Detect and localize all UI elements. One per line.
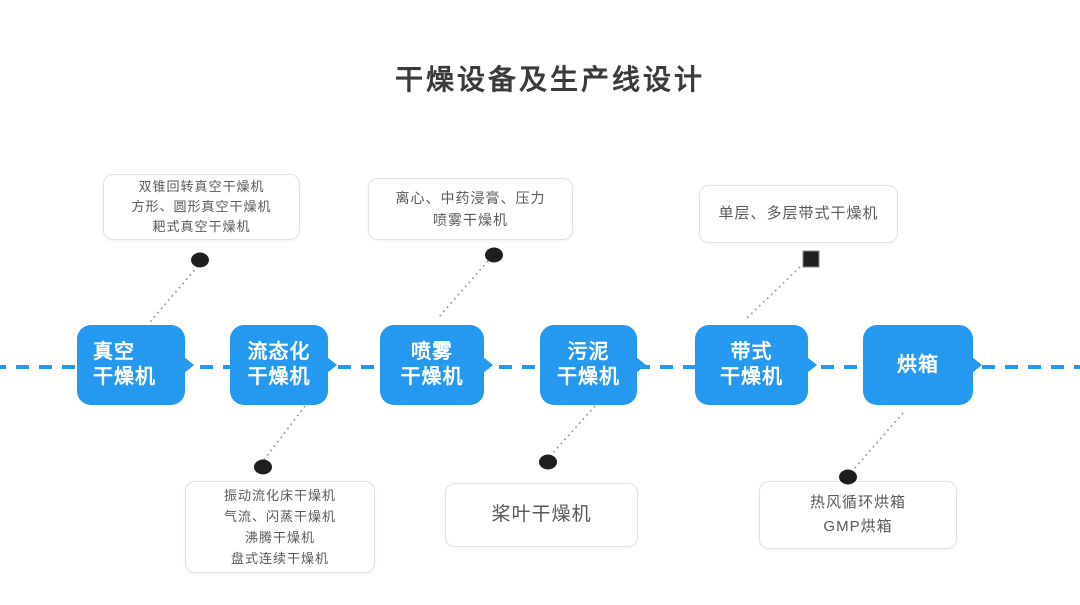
callout-line: 热风循环烘箱 bbox=[809, 494, 906, 511]
callout-line: 喷雾干燥机 bbox=[433, 212, 508, 228]
dotted-connector-oven bbox=[853, 412, 904, 470]
dotted-connector-belt bbox=[744, 266, 801, 321]
timeline-node-vacuum-dryer: 真空 干燥机 bbox=[77, 325, 185, 405]
dotted-connector-vacuum bbox=[149, 265, 199, 323]
callout-line: 振动流化床干燥机 bbox=[223, 488, 336, 503]
callout-line: 盘式连续干燥机 bbox=[230, 551, 329, 566]
node-label-line: 喷雾 bbox=[411, 341, 453, 363]
node-label-line: 流态化 bbox=[247, 341, 311, 363]
callout-vacuum-dryer-types: 双锥回转真空干燥机 方形、圆形真空干燥机 耙式真空干燥机 bbox=[103, 174, 300, 240]
callout-line: 耙式真空干燥机 bbox=[152, 219, 251, 234]
node-label-line: 带式 bbox=[730, 341, 773, 363]
timeline-node-oven: 烘箱 bbox=[863, 325, 973, 405]
callout-belt-dryer-types: 单层、多层带式干燥机 bbox=[699, 185, 898, 243]
dotted-connector-spray bbox=[437, 260, 489, 319]
callout-line: 方形、圆形真空干燥机 bbox=[131, 199, 272, 214]
node-label-line: 干燥机 bbox=[720, 366, 783, 388]
node-label-line: 干燥机 bbox=[400, 366, 464, 388]
node-label-line: 干燥机 bbox=[247, 366, 311, 388]
dotted-connector-fluidized bbox=[263, 405, 306, 461]
marker-ellipse-spray bbox=[485, 247, 503, 263]
timeline-node-belt-dryer: 带式 干燥机 bbox=[695, 325, 808, 405]
callout-spray-dryer-types: 离心、中药浸膏、压力 喷雾干燥机 bbox=[368, 178, 573, 240]
callout-line: 单层、多层带式干燥机 bbox=[718, 205, 879, 222]
marker-ellipse-fluidized bbox=[254, 459, 272, 475]
callout-line: 气流、闪蒸干燥机 bbox=[223, 509, 336, 524]
marker-square-belt bbox=[802, 250, 820, 268]
timeline-node-spray-dryer: 喷雾 干燥机 bbox=[380, 325, 484, 405]
timeline-node-sludge-dryer: 污泥 干燥机 bbox=[540, 325, 637, 405]
callout-fluidized-dryer-types: 振动流化床干燥机 气流、闪蒸干燥机 沸腾干燥机 盘式连续干燥机 bbox=[185, 481, 375, 573]
node-label-line: 干燥机 bbox=[93, 366, 156, 388]
callout-line: 桨叶干燥机 bbox=[491, 504, 592, 525]
callout-line: 沸腾干燥机 bbox=[244, 530, 315, 545]
node-label-line: 真空 bbox=[93, 341, 135, 363]
node-label-line: 污泥 bbox=[567, 341, 610, 363]
callout-oven-types: 热风循环烘箱 GMP烘箱 bbox=[759, 481, 957, 549]
node-label-line: 干燥机 bbox=[557, 366, 620, 388]
callout-line: 离心、中药浸膏、压力 bbox=[395, 190, 546, 206]
callout-line: 双锥回转真空干燥机 bbox=[138, 179, 265, 194]
node-label-line: 烘箱 bbox=[897, 353, 939, 376]
timeline-node-fluidized-dryer: 流态化 干燥机 bbox=[230, 325, 328, 405]
dotted-connector-paddle bbox=[550, 405, 596, 456]
page-title: 干燥设备及生产线设计 bbox=[394, 64, 705, 95]
callout-line: GMP烘箱 bbox=[823, 518, 893, 535]
marker-ellipse-paddle bbox=[539, 454, 557, 470]
marker-ellipse-vacuum bbox=[191, 252, 209, 268]
callout-paddle-dryer-type: 桨叶干燥机 bbox=[445, 483, 638, 547]
